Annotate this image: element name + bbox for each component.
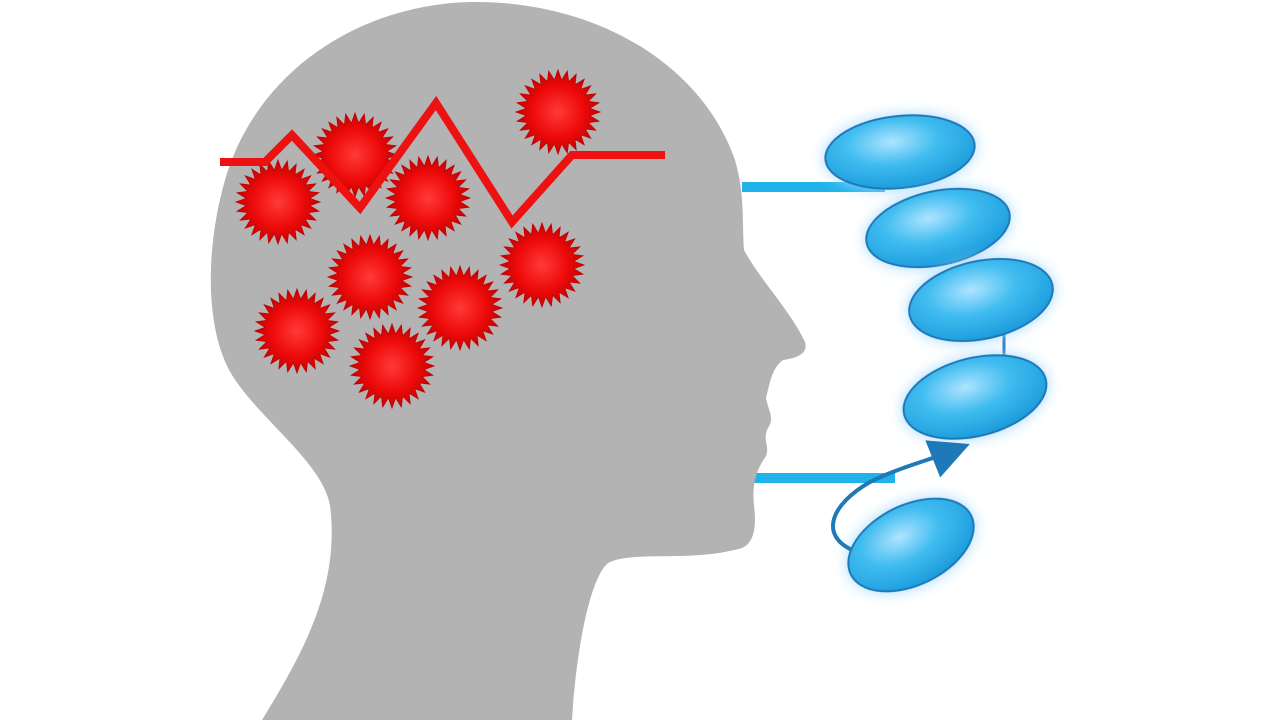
virus-spiky-ball-icon (514, 68, 602, 156)
virus-spiky-ball-icon (416, 264, 504, 352)
capsule-stack (824, 114, 1054, 593)
curved-arrow-icon (831, 440, 970, 552)
virus-spiky-ball-icon (498, 221, 586, 309)
oval-capsule-icon (865, 187, 1011, 269)
virus-cluster (234, 68, 602, 410)
oval-capsule-icon (902, 354, 1048, 440)
virus-spiky-ball-icon (348, 322, 436, 410)
oval-capsule-icon (908, 257, 1054, 343)
oval-capsule-icon (824, 114, 976, 190)
virus-spiky-ball-icon (384, 154, 472, 242)
oval-capsule-icon (847, 497, 975, 593)
virus-spiky-ball-icon (326, 233, 414, 321)
virus-spiky-ball-icon (253, 287, 341, 375)
zigzag-wave-icon (220, 95, 665, 229)
virus-spiky-ball-icon (234, 158, 322, 246)
